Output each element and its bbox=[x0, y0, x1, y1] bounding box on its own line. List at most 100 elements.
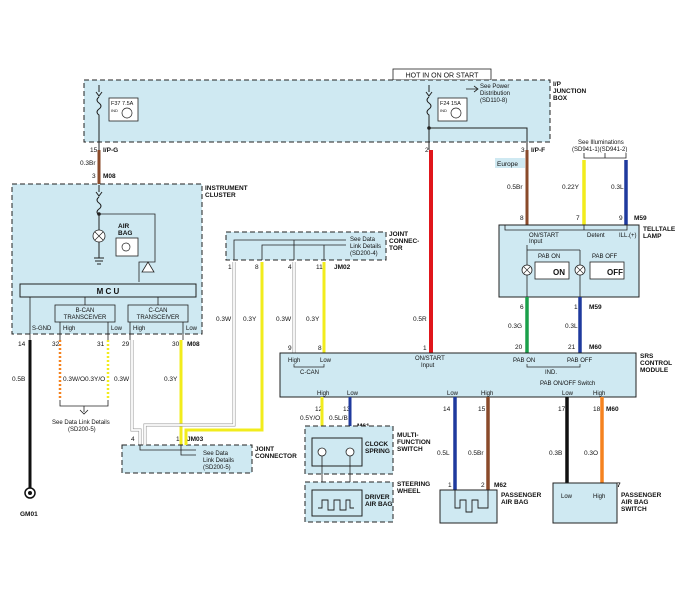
bcan-high: High bbox=[63, 326, 75, 332]
steering-title-2: WHEEL bbox=[397, 488, 421, 495]
wire-03w-cluster bbox=[131, 340, 141, 445]
see-power-1: See Power bbox=[480, 84, 509, 90]
pass-airbag-title-1: PASSENGER bbox=[501, 492, 542, 499]
ccan-high: High bbox=[133, 326, 145, 332]
srs-high3: High bbox=[481, 391, 493, 397]
mcu-label: M C U bbox=[97, 287, 120, 296]
srs-pin17: 17 bbox=[558, 406, 566, 413]
jm03-pin4: 4 bbox=[131, 436, 135, 443]
wire-label-03w-b: 0.3W bbox=[216, 316, 232, 323]
pin-30: 30 bbox=[172, 341, 180, 348]
telltale-input: Input bbox=[529, 239, 543, 245]
ip-box-title-3: BOX bbox=[553, 95, 568, 102]
see-power-3: (SD110-8) bbox=[480, 98, 507, 104]
wire-label-03br: 0.3Br bbox=[80, 160, 96, 167]
conn-m08-bottom: M08 bbox=[187, 341, 200, 348]
jm02-conn: JM02 bbox=[334, 264, 351, 271]
wire-label-05yo: 0.5Y/O bbox=[300, 415, 320, 422]
telltale-pab-on: PAB ON bbox=[538, 254, 560, 260]
srs-pin20: 20 bbox=[515, 344, 523, 351]
srs-title-1: SRS bbox=[640, 353, 654, 360]
pin-31: 31 bbox=[97, 341, 105, 348]
telltale-ill: ILL.(+) bbox=[619, 233, 637, 239]
ccan-label-1: C-CAN bbox=[149, 308, 168, 314]
mfs-title-3: SWITCH bbox=[397, 446, 423, 453]
jm02-see-1: See Data bbox=[350, 237, 376, 243]
fuse-f24-tag: IND bbox=[440, 108, 447, 113]
telltale-conn-top: M59 bbox=[634, 215, 647, 222]
cluster-title-2: CLUSTER bbox=[205, 192, 236, 199]
ip-junction-box bbox=[83, 79, 551, 143]
pin-2: 2 bbox=[425, 147, 429, 154]
pab-on-text: ON bbox=[553, 268, 565, 277]
mfs-title-2: FUNCTION bbox=[397, 439, 431, 446]
fuse-f37-tag: IND bbox=[111, 108, 118, 113]
jm03-title-2: CONNECTOR bbox=[255, 453, 297, 460]
jm03-conn: JM03 bbox=[187, 436, 204, 443]
pass-switch-title-2: AIR BAG bbox=[621, 499, 648, 506]
squib-icon bbox=[454, 490, 489, 513]
wire-label-03g: 0.3G bbox=[508, 323, 522, 330]
srs-ind: IND. bbox=[545, 370, 557, 376]
pin-14: 14 bbox=[18, 341, 26, 348]
telltale-pin6: 6 bbox=[520, 304, 524, 311]
srs-pin9: 9 bbox=[288, 345, 292, 352]
srs-switch-label: PAB ON/OFF Switch bbox=[540, 381, 595, 387]
airbag-symbol-icon bbox=[115, 237, 139, 257]
telltale-lamp bbox=[498, 224, 640, 298]
srs-ccan: C-CAN bbox=[300, 370, 319, 376]
wire-03y-jm03-jm02 bbox=[184, 262, 264, 445]
srs-low4: Low bbox=[562, 391, 574, 397]
bcan-label-2: TRANSCEIVER bbox=[64, 315, 107, 321]
cluster-title-1: INSTRUMENT bbox=[205, 185, 248, 192]
srs-pin18: 18 bbox=[593, 406, 601, 413]
steering-title-1: STEERING bbox=[397, 481, 430, 488]
joint-connector-jm02 bbox=[225, 231, 387, 261]
jm03-pin1: 1 bbox=[176, 436, 180, 443]
jm02-see-2: Link Details bbox=[350, 244, 381, 250]
wire-label-03l-b: 0.3L bbox=[565, 323, 578, 330]
sgnd-label: S-GND bbox=[32, 326, 52, 332]
pab-off-symbol-icon bbox=[589, 261, 625, 280]
telltale-pab-off: PAB OFF bbox=[592, 254, 618, 260]
driver-airbag-2: AIR BAG bbox=[365, 501, 392, 508]
wire-label-05b: 0.5B bbox=[12, 376, 25, 383]
pass-switch-title-3: SWITCH bbox=[621, 506, 647, 513]
jm02-pin1: 1 bbox=[228, 264, 232, 271]
illum-see-1: See Illuminations bbox=[578, 140, 624, 146]
driver-airbag-1: DRIVER bbox=[365, 494, 390, 501]
wire-label-03y-a: 0.3Y bbox=[164, 376, 178, 383]
wire-label-03o: 0.3O bbox=[584, 450, 598, 457]
ccan-label-2: TRANSCEIVER bbox=[137, 315, 180, 321]
srs-low: Low bbox=[320, 358, 332, 364]
telltale-onstart: ON/START bbox=[529, 233, 559, 239]
telltale-detent: Detent bbox=[587, 233, 605, 239]
srs-high4: High bbox=[593, 391, 605, 397]
srs-high2: High bbox=[317, 391, 329, 397]
mfs-title-1: MULTI- bbox=[397, 432, 419, 439]
ip-box-title-2: JUNCTION bbox=[553, 88, 587, 95]
pass-switch-title-1: PASSENGER bbox=[621, 492, 662, 499]
wire-label-03yo: 0.3Y/O bbox=[85, 376, 105, 383]
srs-onstart: ON/START bbox=[415, 356, 445, 362]
telltale-title-1: TELLTALE bbox=[643, 226, 676, 233]
srs-high: High bbox=[288, 358, 300, 364]
srs-pin1: 1 bbox=[423, 345, 427, 352]
jm03-see-3: (SD200-5) bbox=[203, 465, 231, 471]
jm02-title-3: TOR bbox=[389, 245, 403, 252]
wire-03w-jm03-jm02 bbox=[144, 262, 235, 445]
pass-airbag-pin1: 1 bbox=[448, 482, 452, 489]
pin-29: 29 bbox=[122, 341, 130, 348]
wire-label-05l: 0.5L bbox=[437, 450, 450, 457]
telltale-pin9: 9 bbox=[619, 215, 623, 222]
wire-label-03b: 0.3B bbox=[549, 450, 562, 457]
srs-pin21: 21 bbox=[568, 344, 576, 351]
wire-label-03y-c: 0.3Y bbox=[306, 316, 320, 323]
wire-label-03y-b: 0.3Y bbox=[243, 316, 257, 323]
pass-airbag-pin2: 2 bbox=[481, 482, 485, 489]
data-link-left-2: (SD200-5) bbox=[68, 427, 96, 433]
jm03-see-1: See Data bbox=[203, 451, 229, 457]
srs-input: Input bbox=[421, 363, 435, 369]
srs-title-3: MODULE bbox=[640, 367, 669, 374]
